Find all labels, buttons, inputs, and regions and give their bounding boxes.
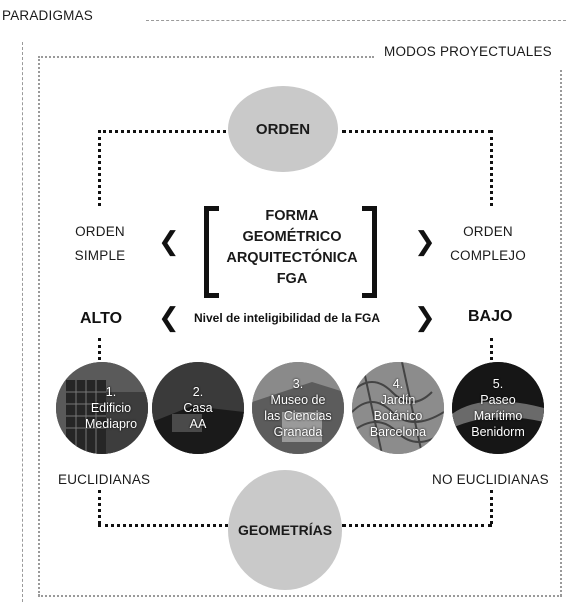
chevron-right-icon-2: ❯ (414, 302, 436, 332)
geometrias-circle: GEOMETRÍAS (228, 470, 342, 590)
chevron-left-icon: ❮ (158, 226, 180, 256)
nivel-inteligibilidad-label: Nivel de inteligibilidad de la FGA (194, 311, 381, 325)
inner-frame-top (38, 56, 374, 58)
bottom-loop-right (342, 524, 492, 527)
case-label-4: 4. Jardín Botánico Barcelona (369, 377, 427, 439)
orden-circle: ORDEN (228, 86, 338, 172)
inner-frame-left (38, 56, 40, 596)
right-bracket (362, 206, 377, 298)
case-circle-3: 3. Museo de las Ciencias Granada (252, 362, 344, 454)
modos-proyectuales-label: MODOS PROYECTUALES (384, 44, 552, 59)
inner-frame-bottom (38, 595, 562, 597)
promenade-image (452, 362, 544, 454)
case-label-3: 3. Museo de las Ciencias Granada (264, 377, 332, 439)
inner-frame-right (560, 70, 562, 596)
left-connector (98, 338, 101, 360)
museum-image (252, 362, 344, 454)
case-circle-5: 5. Paseo Marítimo Benidorm (452, 362, 544, 454)
left-bracket (204, 206, 219, 298)
case-label-2: 2. Casa AA (183, 385, 213, 431)
case-circle-4: 4. Jardín Botánico Barcelona (352, 362, 444, 454)
chevron-left-icon-2: ❮ (158, 302, 180, 332)
building-image (56, 362, 148, 454)
outer-frame-top (146, 20, 566, 21)
euclidianas-label: EUCLIDIANAS (58, 472, 151, 487)
bottom-loop-left (98, 524, 228, 527)
outer-frame-left (22, 42, 23, 602)
bajo-label: BAJO (468, 308, 513, 325)
paradigmas-label: PARADIGMAS (2, 8, 94, 23)
top-loop-left (98, 130, 226, 133)
geometrias-label: GEOMETRÍAS (237, 522, 333, 538)
alto-label: ALTO (80, 310, 123, 327)
top-loop-left-down (98, 130, 101, 206)
case-label-5: 5. Paseo Marítimo Benidorm (471, 377, 525, 439)
right-connector (490, 338, 493, 360)
orden-simple-label: ORDEN SIMPLE (74, 224, 126, 263)
case-label-1: 1. Edificio Mediapro (84, 385, 138, 431)
fga-title: FORMA GEOMÉTRICO ARQUITECTÓNICA FGA (226, 208, 358, 287)
case-circle-2: 2. Casa AA (152, 362, 244, 454)
bottom-loop-left-up (98, 490, 101, 524)
house-image (152, 362, 244, 454)
orden-label: ORDEN (255, 120, 311, 138)
orden-complejo-label: ORDEN COMPLEJO (450, 224, 526, 263)
garden-image (352, 362, 444, 454)
bottom-loop-right-up (490, 490, 493, 524)
top-loop-right (342, 130, 492, 133)
case-circle-1: 1. Edificio Mediapro (56, 362, 148, 454)
no-euclidianas-label: NO EUCLIDIANAS (432, 472, 549, 487)
top-loop-right-down (490, 130, 493, 206)
chevron-right-icon: ❯ (414, 226, 436, 256)
